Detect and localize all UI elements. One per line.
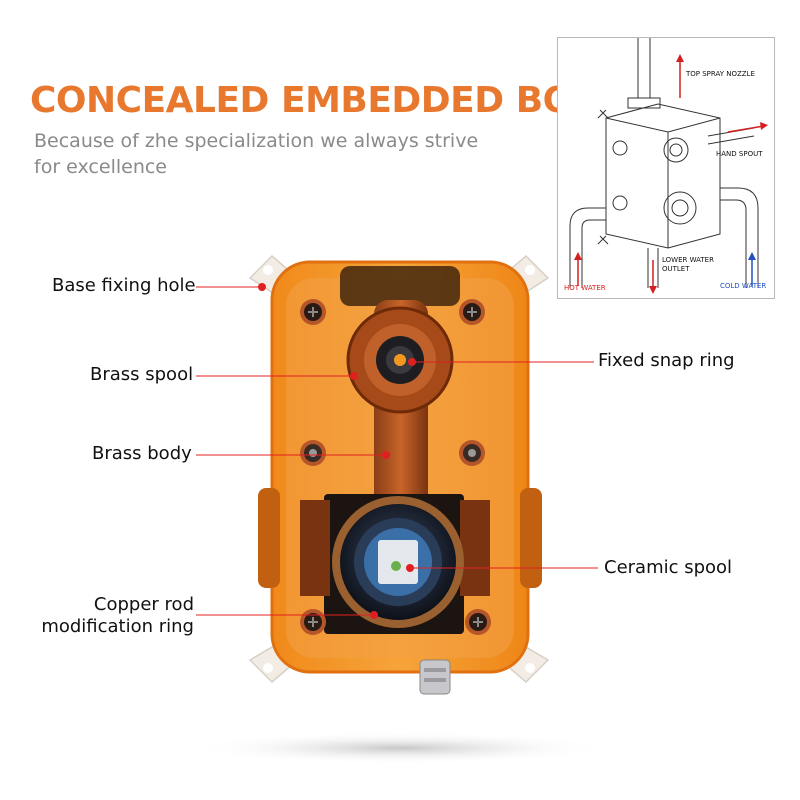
diagram-label-top-spray-nozzle: TOP SPRAY NOZZLE bbox=[686, 70, 755, 78]
diagram-label-lower-water-line1: LOWER WATER bbox=[662, 256, 714, 264]
diagram-label-hand-spout: HAND SPOUT bbox=[716, 150, 763, 158]
leader-lines bbox=[196, 283, 598, 619]
callout-brass-body: Brass body bbox=[92, 443, 192, 464]
flow-arrows bbox=[574, 54, 768, 294]
diagram-label-lower-water-line2: OUTLET bbox=[662, 265, 690, 273]
mounting-screws bbox=[300, 299, 491, 635]
diagram-label-cold-water: COLD WATER bbox=[720, 282, 767, 290]
callout-base-fixing-hole: Base fixing hole bbox=[52, 275, 196, 296]
fixing-holes bbox=[263, 265, 535, 673]
floor-shadow bbox=[190, 732, 610, 764]
callout-copper-rod-ring: Copper rod modification ring bbox=[4, 594, 194, 638]
bottom-rod bbox=[419, 659, 451, 695]
installation-diagram: TOP SPRAY NOZZLE HAND SPOUT LOWER WATER … bbox=[557, 37, 775, 299]
callout-brass-spool: Brass spool bbox=[90, 364, 194, 385]
callout-copper-rod-line2: modification ring bbox=[41, 616, 194, 637]
callout-ceramic-spool: Ceramic spool bbox=[604, 557, 733, 578]
diagram-label-hot-water: HOT WATER bbox=[564, 284, 606, 292]
callout-copper-rod-line1: Copper rod bbox=[93, 594, 194, 615]
diagram-label-lower-water-outlet: LOWER WATER OUTLET bbox=[662, 256, 714, 274]
callout-fixed-snap-ring: Fixed snap ring bbox=[598, 350, 735, 371]
page-title: CONCEALED EMBEDDED BOX bbox=[30, 80, 599, 121]
page-subtitle: Because of zhe specialization we always … bbox=[34, 130, 479, 178]
diagram-drawing bbox=[569, 38, 768, 294]
